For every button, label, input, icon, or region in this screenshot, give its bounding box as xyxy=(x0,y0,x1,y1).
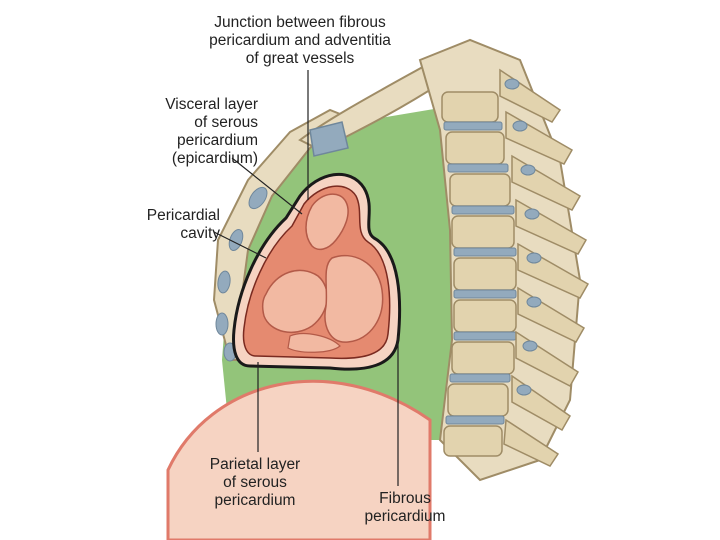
label-cavity-line2: cavity xyxy=(110,225,220,243)
label-visceral-line3: pericardium xyxy=(108,132,258,150)
label-visceral-layer: Visceral layer of serous pericardium (ep… xyxy=(108,96,258,168)
label-pericardial-cavity: Pericardial cavity xyxy=(110,207,220,243)
label-visceral-line4: (epicardium) xyxy=(108,150,258,168)
label-visceral-line1: Visceral layer xyxy=(108,96,258,114)
label-fibrous-pericardium: Fibrous pericardium xyxy=(350,490,460,526)
label-fibrous-line1: Fibrous xyxy=(350,490,460,508)
label-parietal-line2: of serous xyxy=(190,474,320,492)
label-junction-line3: of great vessels xyxy=(190,50,410,68)
label-fibrous-line2: pericardium xyxy=(350,508,460,526)
label-junction-line2: pericardium and adventitia xyxy=(190,32,410,50)
label-junction: Junction between fibrous pericardium and… xyxy=(190,14,410,68)
label-junction-line1: Junction between fibrous xyxy=(190,14,410,32)
label-parietal-layer: Parietal layer of serous pericardium xyxy=(190,456,320,510)
label-parietal-line3: pericardium xyxy=(190,492,320,510)
label-parietal-line1: Parietal layer xyxy=(190,456,320,474)
label-visceral-line2: of serous xyxy=(108,114,258,132)
label-cavity-line1: Pericardial xyxy=(110,207,220,225)
